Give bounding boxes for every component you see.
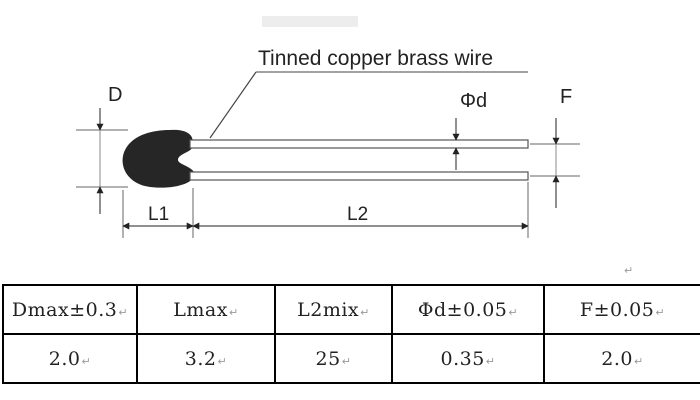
- dimension-L1-L2: [122, 182, 529, 238]
- value-cell: 2.0↵: [543, 333, 700, 384]
- dimension-F: [530, 118, 580, 208]
- return-mark: ↵: [624, 264, 634, 277]
- specification-table: Dmax±0.3↵ Lmax↵ L2mix↵ Φd±0.05↵ F±0.05↵ …: [2, 284, 700, 384]
- header-cell: Φd±0.05↵: [391, 284, 545, 335]
- value-cell: 0.35↵: [391, 333, 545, 384]
- label-D: D: [108, 84, 122, 106]
- header-cell: Lmax↵: [136, 284, 276, 335]
- label-F: F: [560, 86, 572, 108]
- header-cell: L2mix↵: [274, 284, 393, 335]
- label-L2: L2: [347, 204, 368, 225]
- thermistor-dimension-diagram: Tinned copper brass wire D Φd F L1 L2: [76, 16, 580, 238]
- faded-header-text: [262, 16, 358, 27]
- wire-label: Tinned copper brass wire: [258, 47, 493, 70]
- table-row: 2.0↵ 3.2↵ 25↵ 0.35↵ 2.0↵: [2, 333, 700, 384]
- lead-wire-bottom: [189, 171, 529, 181]
- thermistor-bead: [122, 129, 195, 188]
- value-cell: 3.2↵: [136, 333, 276, 384]
- value-cell: 2.0↵: [2, 333, 138, 384]
- table-header-row: Dmax±0.3↵ Lmax↵ L2mix↵ Φd±0.05↵ F±0.05↵: [2, 284, 700, 335]
- header-cell: Dmax±0.3↵: [2, 284, 138, 335]
- value-cell: 25↵: [274, 333, 393, 384]
- label-L1: L1: [148, 204, 169, 225]
- dimension-D: [76, 108, 128, 214]
- wire-leader-line: [209, 71, 257, 139]
- header-cell: F±0.05↵: [543, 284, 700, 335]
- label-phi-d: Φd: [460, 90, 487, 112]
- lead-wire-top: [189, 139, 529, 149]
